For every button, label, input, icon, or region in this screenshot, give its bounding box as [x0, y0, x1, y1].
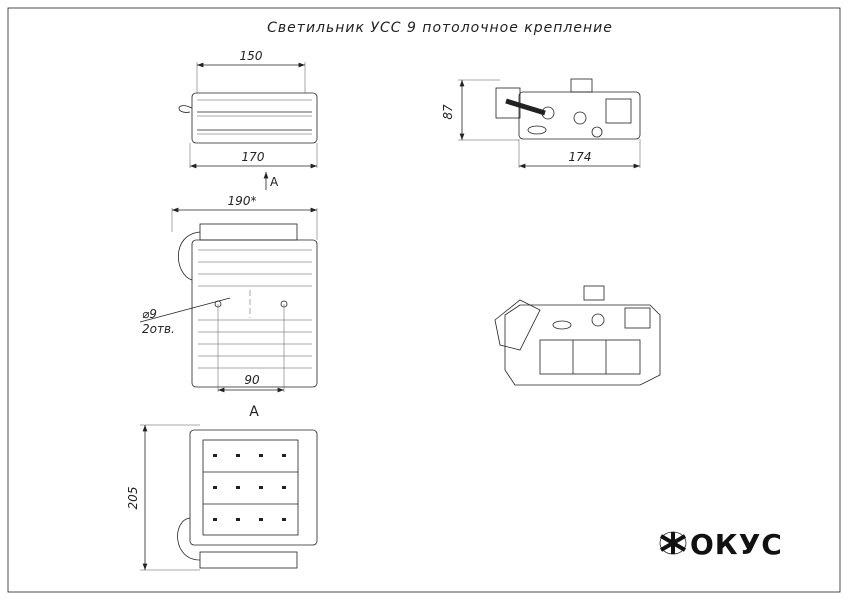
hole-diameter: ⌀9 — [142, 307, 157, 321]
view-a: A 205 — [126, 404, 318, 571]
drawing-frame — [7, 7, 841, 593]
brand-logo: ОКУС — [659, 528, 783, 561]
dim-170: 170 — [242, 150, 265, 164]
brand-plate-icon — [527, 125, 547, 135]
logo-text: ОКУС — [690, 528, 783, 561]
view-a-label: A — [249, 404, 259, 420]
top-view: 150 170 A — [178, 49, 318, 190]
side-view: 87 174 — [441, 78, 641, 169]
plan-view: ⌀9 2отв. 190* 90 — [139, 194, 318, 393]
isometric-view — [494, 285, 661, 386]
connector-icon — [199, 223, 298, 241]
dim-174: 174 — [569, 150, 592, 164]
dim-90: 90 — [244, 373, 260, 387]
view-arrow-label: A — [270, 175, 279, 189]
dim-205: 205 — [126, 487, 140, 510]
dim-150: 150 — [240, 49, 263, 63]
dim-87: 87 — [441, 104, 455, 120]
dim-190: 190* — [228, 194, 257, 208]
hole-count: 2отв. — [142, 322, 175, 336]
cable-icon — [178, 105, 193, 113]
drawing-title: Светильник УСС 9 потолочное крепление — [267, 20, 613, 36]
